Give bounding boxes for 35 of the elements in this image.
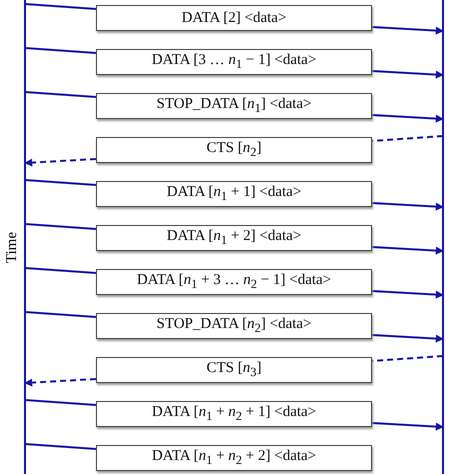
connector-line xyxy=(24,399,96,406)
connector-line xyxy=(372,355,444,362)
message-box: STOP_DATA [n$_{2}$] <data> xyxy=(96,313,372,339)
lifeline xyxy=(442,0,444,474)
connector-line xyxy=(24,311,96,318)
message-box: DATA [n$_{1}$ + 2] <data> xyxy=(96,225,372,251)
connector-line xyxy=(24,91,96,98)
arrow xyxy=(372,114,444,123)
message-box: CTS [n$_{3}$] xyxy=(96,357,372,383)
connector-line xyxy=(24,3,96,10)
connector-line xyxy=(24,179,96,186)
message-box: DATA [3 … n$_{1}$ − 1] <data> xyxy=(96,49,372,75)
lifeline xyxy=(24,0,26,474)
arrow xyxy=(372,202,444,211)
arrow xyxy=(372,422,444,431)
message-box: DATA [n$_{1}$ + 1] <data> xyxy=(96,181,372,207)
message-box: DATA [2] <data> xyxy=(96,5,372,31)
arrow xyxy=(24,378,96,387)
arrow xyxy=(372,26,444,35)
arrow xyxy=(24,158,96,167)
arrow xyxy=(372,334,444,343)
message-box: DATA [n$_{1}$ + n$_{2}$ + 1] <data> xyxy=(96,401,372,427)
arrow xyxy=(372,290,444,299)
connector-line xyxy=(372,135,444,142)
arrow xyxy=(372,246,444,255)
message-box: STOP_DATA [n$_{1}$] <data> xyxy=(96,93,372,119)
connector-line xyxy=(24,223,96,230)
arrow xyxy=(372,70,444,79)
message-box: DATA [n$_{1}$ + n$_{2}$ + 2] <data> xyxy=(96,445,372,471)
axis-label: Time xyxy=(4,232,21,264)
connector-line xyxy=(24,267,96,274)
connector-line xyxy=(24,443,96,450)
message-box: DATA [n$_{1}$ + 3 … n$_{2}$ − 1] <data> xyxy=(96,269,372,295)
message-box: CTS [n$_{2}$] xyxy=(96,137,372,163)
connector-line xyxy=(24,47,96,54)
